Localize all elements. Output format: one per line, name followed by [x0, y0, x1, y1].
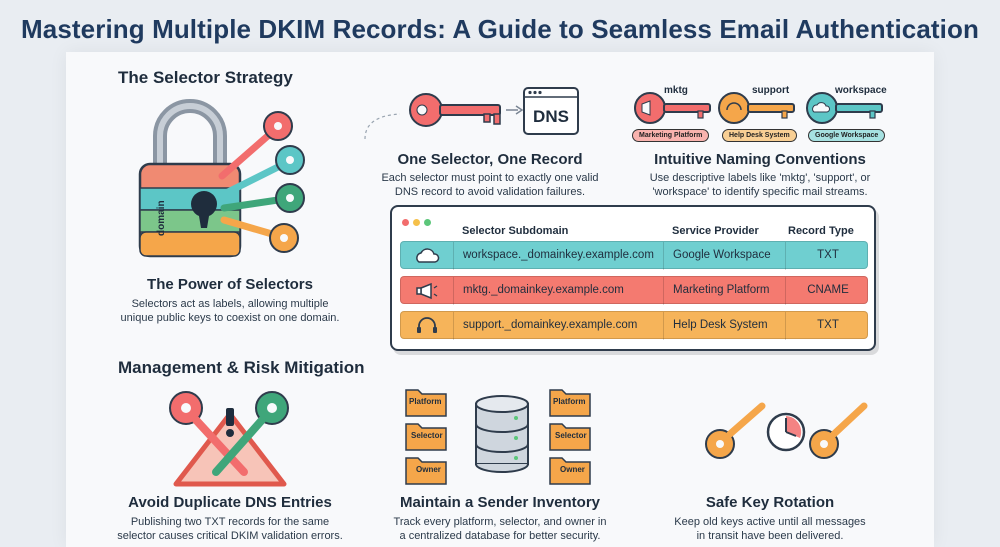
- megaphone-icon: [641, 100, 651, 116]
- naming-label-support: support: [752, 85, 790, 96]
- dns-window-icon: DNS: [523, 87, 579, 135]
- naming-tag-workspace: Google Workspace: [808, 129, 886, 142]
- folder-label-platform: Platform: [553, 397, 586, 406]
- key-red-icon: [169, 391, 248, 476]
- duplicate-warning-illustration: [169, 391, 289, 487]
- folder-label-owner: Owner: [416, 465, 441, 474]
- folder-icon: [405, 457, 447, 485]
- naming-desc-line1: Use descriptive labels like 'mktg', 'sup…: [649, 172, 871, 184]
- minimize-dot-icon: [413, 219, 420, 226]
- naming-keys-illustration: [634, 92, 883, 124]
- selector-table-window: Selector Subdomain Service Provider Reco…: [390, 205, 876, 351]
- arrow-right-icon: [506, 105, 524, 115]
- cloud-icon: [416, 248, 440, 263]
- headset-icon: [417, 317, 437, 333]
- folder-icon: [549, 457, 591, 485]
- inventory-illustration: [405, 389, 591, 485]
- one-selector-desc-line2: DNS record to avoid validation failures.: [394, 186, 586, 198]
- row-subdomain: support._domainkey.example.com: [463, 319, 638, 331]
- key-support-icon: [718, 92, 795, 124]
- key-red-icon: [409, 93, 501, 127]
- row-subdomain: workspace._domainkey.example.com: [463, 249, 654, 261]
- warning-triangle-icon: [173, 411, 287, 487]
- power-of-selectors-title: The Power of Selectors: [147, 276, 313, 293]
- row-provider: Marketing Platform: [673, 284, 770, 296]
- inventory-desc-line1: Track every platform, selector, and owne…: [393, 516, 607, 528]
- key-rotation-illustration: [705, 402, 868, 459]
- folder-label-selector: Selector: [411, 431, 443, 440]
- clock-icon: [766, 412, 806, 452]
- row-type: TXT: [817, 319, 839, 331]
- row-subdomain: mktg._domainkey.example.com: [463, 284, 624, 296]
- power-desc-line1: Selectors act as labels, allowing multip…: [131, 298, 329, 310]
- key-workspace-icon: [806, 92, 883, 124]
- exclamation-icon: [226, 408, 234, 437]
- section-title-selector-strategy: The Selector Strategy: [118, 68, 293, 87]
- keyhole-icon: [191, 191, 217, 217]
- folder-icon: [405, 423, 447, 451]
- key-to-dns-illustration: DNS: [364, 87, 579, 140]
- naming-tag-helpdesk: Help Desk System: [722, 129, 797, 142]
- close-dot-icon: [402, 219, 409, 226]
- table-row: mktg._domainkey.example.com Marketing Pl…: [400, 276, 868, 305]
- svg-text:DNS: DNS: [533, 107, 569, 126]
- window-controls: [402, 213, 435, 231]
- duplicate-title: Avoid Duplicate DNS Entries: [128, 494, 332, 511]
- headset-icon: [726, 102, 742, 111]
- folder-label-selector: Selector: [555, 431, 587, 440]
- rotation-desc-line2: in transit have been delivered.: [696, 530, 844, 542]
- database-icon: [475, 395, 529, 473]
- table-header-type: Record Type: [788, 225, 854, 237]
- folder-icon: [549, 389, 591, 417]
- key-orange-icon: [705, 402, 766, 459]
- key-green-icon: [212, 391, 289, 476]
- naming-label-mktg: mktg: [664, 85, 688, 96]
- duplicate-desc-line1: Publishing two TXT records for the same: [130, 516, 330, 528]
- naming-label-workspace: workspace: [835, 85, 887, 96]
- cloud-icon: [812, 102, 831, 113]
- rotation-title: Safe Key Rotation: [705, 494, 835, 511]
- megaphone-icon: [416, 282, 438, 300]
- power-of-selectors-desc: Selectors act as labels, allowing multip…: [100, 297, 360, 325]
- power-desc-line2: unique public keys to coexist on one dom…: [120, 312, 340, 324]
- key-mktg-icon: [634, 92, 711, 124]
- inventory-desc: Track every platform, selector, and owne…: [370, 515, 630, 543]
- table-header-subdomain: Selector Subdomain: [462, 225, 569, 237]
- folder-label-owner: Owner: [560, 465, 585, 474]
- row-provider: Google Workspace: [673, 249, 771, 261]
- duplicate-desc: Publishing two TXT records for the same …: [100, 515, 360, 543]
- one-selector-title: One Selector, One Record: [397, 151, 583, 168]
- folder-icon: [405, 389, 447, 417]
- padlock-keys-illustration: domain: [138, 99, 305, 258]
- key-orange-icon: [809, 402, 868, 459]
- folder-label-platform: Platform: [409, 397, 442, 406]
- table-row: workspace._domainkey.example.com Google …: [400, 241, 868, 270]
- folder-icon: [549, 423, 591, 451]
- key-orange-icon: [220, 216, 299, 253]
- section-title-management: Management & Risk Mitigation: [118, 358, 365, 377]
- table-row: support._domainkey.example.com Help Desk…: [400, 311, 868, 340]
- inventory-desc-line2: a centralized database for better securi…: [399, 530, 601, 542]
- key-red-icon: [218, 111, 293, 180]
- naming-desc: Use descriptive labels like 'mktg', 'sup…: [630, 171, 890, 199]
- key-green-icon: [220, 183, 305, 213]
- one-selector-desc: Each selector must point to exactly one …: [370, 171, 610, 199]
- padlock-domain-label: domain: [156, 200, 167, 236]
- inventory-title: Maintain a Sender Inventory: [399, 494, 601, 511]
- key-teal-icon: [220, 145, 305, 198]
- rotation-desc-line1: Keep old keys active until all messages: [674, 516, 866, 528]
- naming-desc-line2: 'workspace' to identify specific mail st…: [652, 186, 868, 198]
- table-header-provider: Service Provider: [672, 225, 759, 237]
- main-title: Mastering Multiple DKIM Records: A Guide…: [21, 14, 979, 44]
- row-type: CNAME: [807, 284, 849, 296]
- duplicate-desc-line2: selector causes critical DKIM validation…: [117, 530, 343, 542]
- row-provider: Help Desk System: [673, 319, 768, 331]
- one-selector-desc-line1: Each selector must point to exactly one …: [381, 172, 599, 184]
- naming-tag-marketing: Marketing Platform: [632, 129, 710, 142]
- naming-title: Intuitive Naming Conventions: [654, 151, 866, 168]
- row-type: TXT: [817, 249, 839, 261]
- maximize-dot-icon: [424, 219, 431, 226]
- rotation-desc: Keep old keys active until all messages …: [650, 515, 890, 543]
